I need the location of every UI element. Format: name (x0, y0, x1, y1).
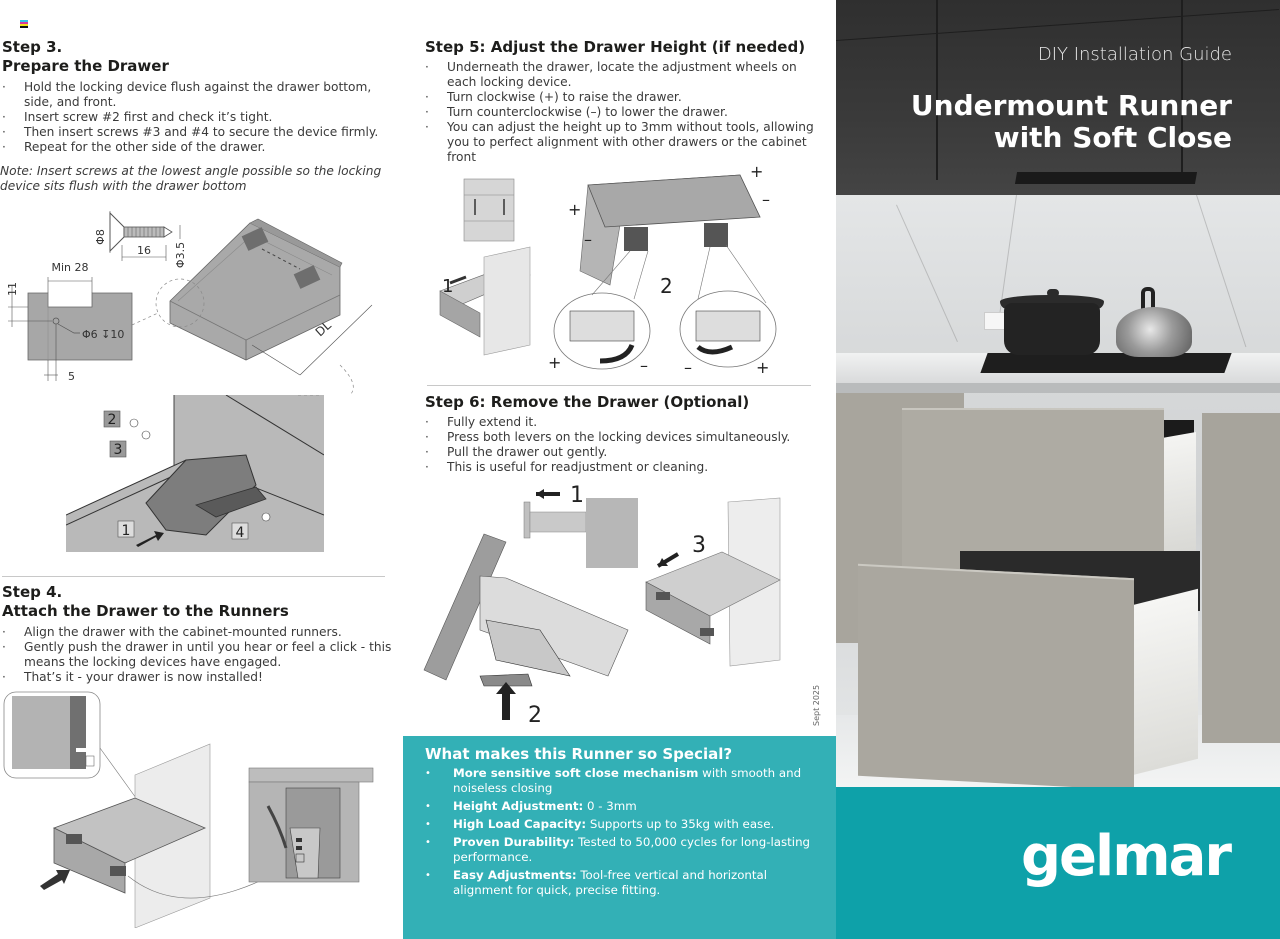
feature-item: Height Adjustment: 0 - 3mm (425, 799, 814, 814)
svg-text:–: – (684, 358, 692, 375)
attach-drawer-diagram (0, 688, 400, 928)
svg-text:+: + (548, 353, 561, 372)
step-5-section: Step 5: Adjust the Drawer Height (if nee… (425, 38, 820, 165)
svg-text:Φ6 ↧10: Φ6 ↧10 (82, 328, 124, 341)
open-drawer-lower (858, 563, 1134, 787)
range-hood (1014, 172, 1198, 184)
color-registration-mark-icon (20, 20, 28, 28)
feature-item: More sensitive soft close mechanism with… (425, 766, 814, 796)
step-4-heading: Step 4. Attach the Drawer to the Runners (2, 583, 392, 621)
kettle (1116, 307, 1192, 357)
screw-head-dia-label: Φ8 (94, 229, 107, 245)
svg-text:1: 1 (570, 483, 584, 508)
svg-text:–: – (640, 356, 648, 375)
step-3-number: Step 3. (2, 38, 63, 56)
svg-text:+: + (756, 358, 769, 375)
feature-item: Easy Adjustments: Tool-free vertical and… (425, 868, 814, 898)
list-item: This is useful for readjustment or clean… (425, 460, 820, 475)
svg-text:Min 28: Min 28 (51, 261, 88, 274)
list-item: Insert screw #2 first and check it’s tig… (2, 110, 382, 125)
svg-text:Φ3.5: Φ3.5 (174, 242, 187, 268)
svg-text:2: 2 (108, 412, 117, 428)
features-list: More sensitive soft close mechanism with… (425, 766, 814, 898)
svg-text:2: 2 (660, 274, 673, 298)
svg-text:1: 1 (442, 276, 453, 297)
list-item: Then insert screws #3 and #4 to secure t… (2, 125, 382, 140)
list-item: Turn counterclockwise (–) to lower the d… (425, 105, 820, 120)
step-6-bullets: Fully extend it. Press both levers on th… (425, 415, 820, 475)
gas-hob (980, 353, 1232, 373)
section-divider (2, 576, 385, 577)
step-4-title: Attach the Drawer to the Runners (2, 602, 289, 620)
features-panel: What makes this Runner so Special? More … (403, 736, 836, 939)
svg-text:3: 3 (692, 533, 706, 558)
kitchen-photo (836, 195, 1280, 787)
svg-text:5: 5 (68, 370, 75, 383)
step-5-bullets: Underneath the drawer, locate the adjust… (425, 60, 820, 165)
step-4-number: Step 4. (2, 583, 63, 601)
height-adjustment-diagram: 1 + – + – 2 + – – + (420, 165, 815, 375)
list-item: Underneath the drawer, locate the adjust… (425, 60, 820, 90)
cover-kicker: DIY Installation Guide (1037, 44, 1232, 65)
list-item: Turn clockwise (+) to raise the drawer. (425, 90, 820, 105)
brand-panel: gelmar (836, 787, 1280, 939)
left-panel: Step 3. Prepare the Drawer Hold the lock… (0, 0, 400, 939)
gelmar-logo: gelmar (1020, 824, 1232, 889)
list-item: Press both levers on the locking devices… (425, 430, 820, 445)
features-heading: What makes this Runner so Special? (425, 745, 733, 763)
list-item: You can adjust the height up to 3mm with… (425, 120, 820, 165)
svg-text:+: + (568, 200, 581, 219)
svg-text:11: 11 (6, 282, 19, 296)
svg-text:1: 1 (122, 523, 131, 539)
svg-text:16: 16 (137, 244, 151, 257)
step-3-heading: Step 3. Prepare the Drawer (2, 38, 382, 76)
remove-drawer-diagram: 1 2 3 (420, 480, 815, 730)
list-item: Gently push the drawer in until you hear… (2, 640, 392, 670)
step-5-heading: Step 5: Adjust the Drawer Height (if nee… (425, 38, 806, 56)
svg-text:3: 3 (114, 442, 123, 458)
list-item: That’s it - your drawer is now installed… (2, 670, 392, 685)
feature-item: High Load Capacity: Supports up to 35kg … (425, 817, 814, 832)
svg-text:4: 4 (236, 525, 245, 541)
svg-text:–: – (762, 190, 770, 209)
step-4-bullets: Align the drawer with the cabinet-mounte… (2, 625, 392, 685)
list-item: Fully extend it. (425, 415, 820, 430)
list-item: Pull the drawer out gently. (425, 445, 820, 460)
list-item: Align the drawer with the cabinet-mounte… (2, 625, 392, 640)
step-3-section: Step 3. Prepare the Drawer Hold the lock… (0, 38, 382, 194)
step-3-bullets: Hold the locking device flush against th… (2, 80, 382, 155)
cover-header: DIY Installation Guide Undermount Runner… (836, 0, 1280, 195)
svg-text:2: 2 (528, 703, 542, 728)
svg-text:+: + (750, 165, 763, 181)
svg-text:–: – (584, 230, 592, 249)
feature-item: Proven Durability: Tested to 50,000 cycl… (425, 835, 814, 865)
cover-title: Undermount Runner with Soft Close (910, 89, 1232, 154)
step-4-section: Step 4. Attach the Drawer to the Runners… (2, 583, 392, 685)
step-6-heading: Step 6: Remove the Drawer (Optional) (425, 393, 750, 411)
cover-panel: DIY Installation Guide Undermount Runner… (836, 0, 1280, 939)
cooking-pot (1004, 303, 1100, 355)
section-divider (427, 385, 811, 386)
step-3-title: Prepare the Drawer (2, 57, 169, 75)
middle-panel: Step 5: Adjust the Drawer Height (if nee… (400, 0, 836, 939)
list-item: Repeat for the other side of the drawer. (2, 140, 382, 155)
locking-device-screw-diagram: 2 3 1 4 (66, 395, 324, 552)
step-6-section: Step 6: Remove the Drawer (Optional) Ful… (425, 393, 820, 475)
step-3-note: Note: Insert screws at the lowest angle … (0, 164, 382, 193)
date-stamp: Sept 2025 (812, 684, 821, 726)
drawer-dimension-diagram: Φ8 16 Φ3.5 Min 28 11 Φ6 ↧10 5 (0, 205, 380, 395)
list-item: Hold the locking device flush against th… (2, 80, 382, 110)
